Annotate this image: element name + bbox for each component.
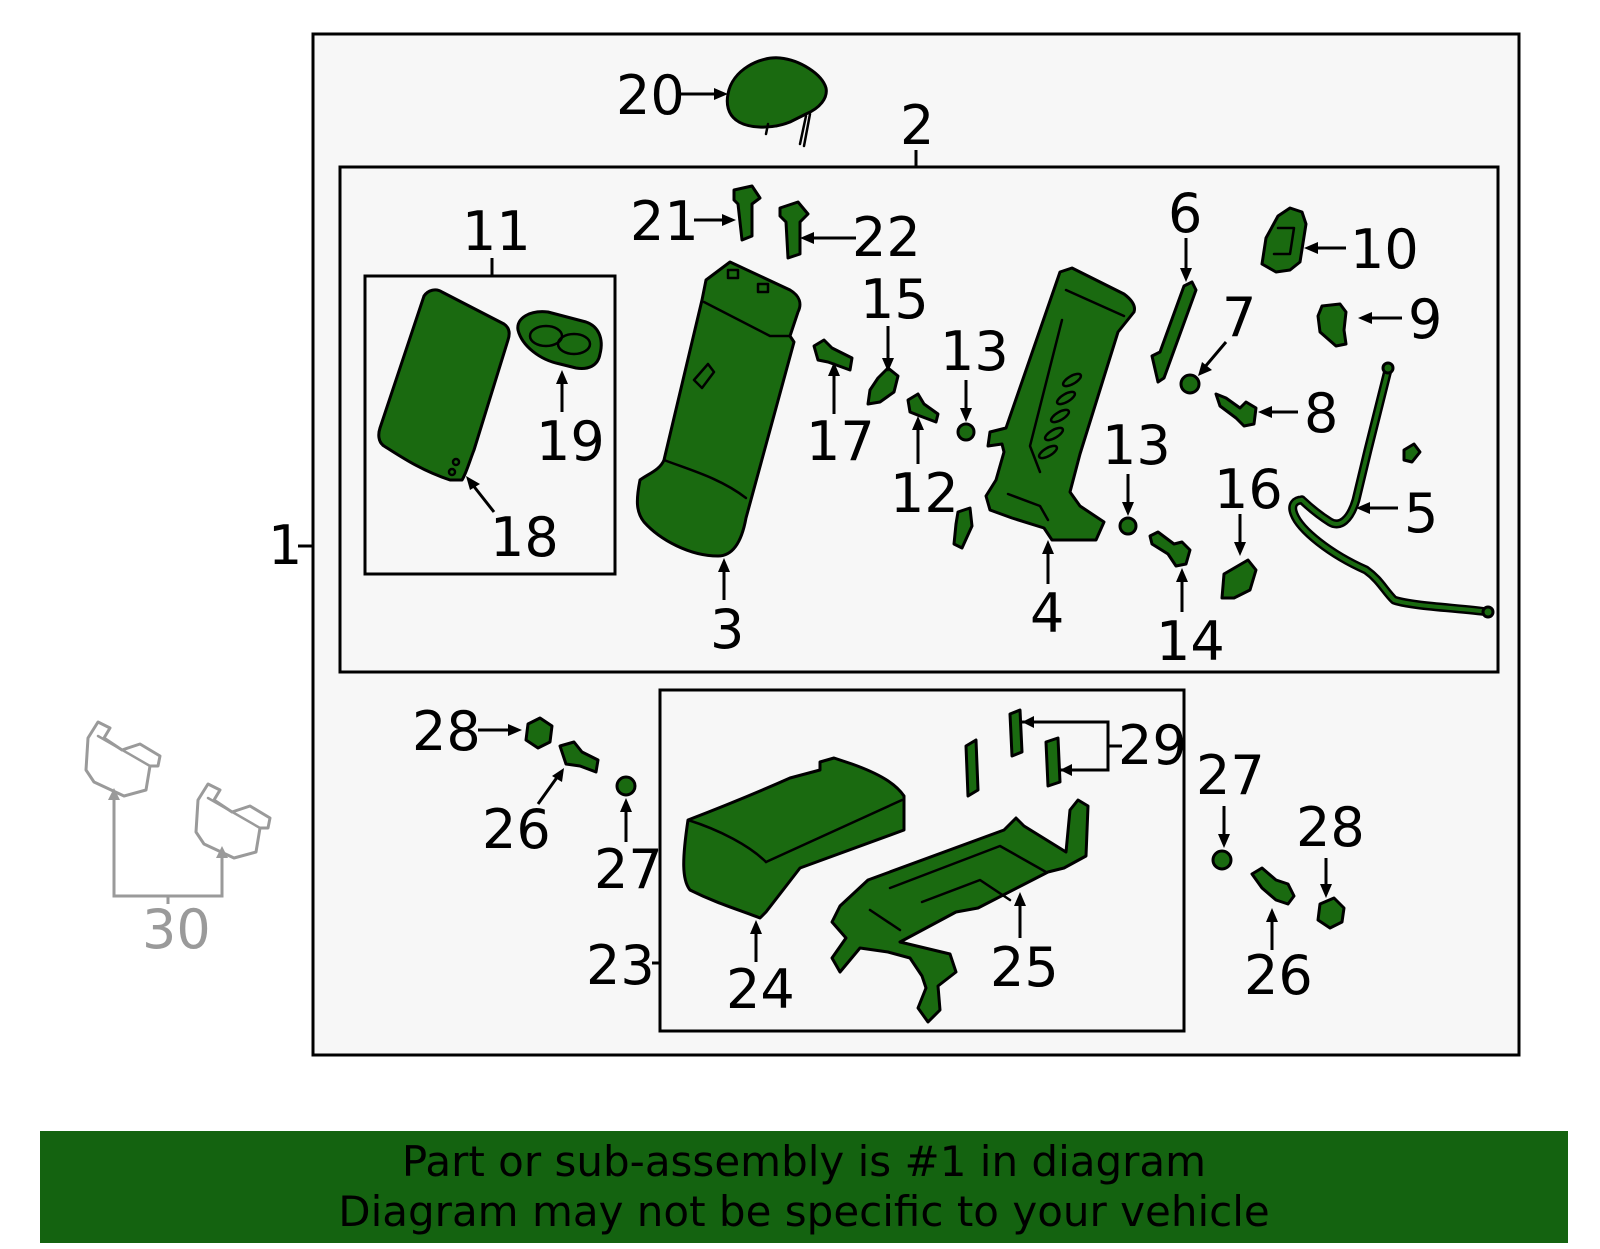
callout-3: 3 bbox=[710, 598, 744, 661]
ghost-clip-30a bbox=[84, 720, 162, 798]
callout-20: 20 bbox=[616, 64, 685, 127]
bracket-small bbox=[952, 506, 974, 550]
leaders bbox=[466, 88, 1402, 962]
callout-27b: 27 bbox=[1196, 744, 1265, 807]
callout-7: 7 bbox=[1222, 286, 1256, 349]
armrest-cupholder-part-19 bbox=[516, 310, 603, 370]
leader-30 bbox=[112, 794, 224, 904]
callout-27a: 27 bbox=[594, 838, 663, 901]
callout-15: 15 bbox=[860, 268, 929, 331]
nut-part-28b bbox=[1316, 896, 1346, 930]
leader-29 bbox=[1022, 720, 1122, 772]
callout-25: 25 bbox=[990, 936, 1059, 999]
clip-part-29b bbox=[1008, 708, 1024, 758]
callout-10: 10 bbox=[1350, 218, 1419, 281]
seat-cushion-frame-part-25 bbox=[830, 798, 1090, 1024]
banner-line-2: Diagram may not be specific to your vehi… bbox=[338, 1187, 1270, 1236]
callout-13a: 13 bbox=[940, 320, 1009, 383]
callout-4: 4 bbox=[1030, 582, 1064, 645]
headrest-guide-part-21 bbox=[732, 184, 762, 242]
seatback-pad-part-3 bbox=[635, 260, 802, 558]
callout-21: 21 bbox=[630, 190, 699, 253]
callout-5: 5 bbox=[1404, 482, 1438, 545]
washer-part-27b bbox=[1211, 849, 1233, 871]
washer-part-13b bbox=[1118, 516, 1138, 536]
bolt-part-26b bbox=[1250, 866, 1296, 906]
washer-part-7 bbox=[1179, 373, 1201, 395]
callout-28b: 28 bbox=[1296, 796, 1365, 859]
callout-6: 6 bbox=[1168, 182, 1202, 245]
nut-part-28a bbox=[524, 716, 554, 750]
callout-1: 1 bbox=[268, 514, 302, 577]
headrest-guide-part-22 bbox=[778, 200, 810, 260]
callout-26b: 26 bbox=[1244, 944, 1313, 1007]
arrowhead-30b bbox=[216, 846, 228, 858]
banner-line-1: Part or sub-assembly is #1 in diagram bbox=[401, 1137, 1207, 1186]
callout-16: 16 bbox=[1214, 458, 1283, 521]
callout-11: 11 bbox=[462, 200, 531, 263]
callout-9: 9 bbox=[1408, 288, 1442, 351]
callout-29: 29 bbox=[1118, 714, 1187, 777]
seatback-frame-part-4 bbox=[984, 266, 1136, 542]
callout-2: 2 bbox=[900, 94, 934, 157]
clip-part-9 bbox=[1316, 302, 1348, 348]
bracket-part-15 bbox=[866, 366, 900, 406]
arrowhead-29a bbox=[1022, 716, 1034, 728]
clip-part-29c bbox=[1044, 736, 1062, 788]
seat-parts-diagram: 1 2 3 4 5 6 7 8 9 10 11 12 13 13 14 15 1… bbox=[84, 32, 1521, 1057]
callout-28a: 28 bbox=[412, 700, 481, 763]
bolt-part-17 bbox=[812, 338, 854, 372]
ghost-clip-30b bbox=[194, 782, 272, 860]
cable-clip bbox=[1402, 442, 1422, 464]
callout-12: 12 bbox=[890, 462, 959, 525]
callout-26a: 26 bbox=[482, 798, 551, 861]
cap-part-16 bbox=[1220, 558, 1258, 600]
seat-cushion-pad-part-24 bbox=[682, 756, 906, 920]
notice-banner: Part or sub-assembly is #1 in diagram Di… bbox=[40, 1131, 1568, 1243]
bolt-part-8 bbox=[1214, 392, 1258, 428]
release-cable-part-5 bbox=[1288, 361, 1495, 619]
callout-17: 17 bbox=[806, 410, 875, 473]
callout-23: 23 bbox=[586, 934, 655, 997]
bolt-part-26a bbox=[558, 740, 600, 774]
arrowhead-29b bbox=[1060, 764, 1072, 776]
callout-30: 30 bbox=[142, 898, 211, 961]
bolt-part-14 bbox=[1148, 530, 1192, 568]
headrest-part-20 bbox=[725, 56, 828, 148]
callout-18: 18 bbox=[490, 506, 559, 569]
washer-part-27a bbox=[615, 775, 637, 797]
washer-part-13a bbox=[956, 422, 976, 442]
latch-cover-part-10 bbox=[1260, 206, 1308, 274]
trim-strip-part-6 bbox=[1150, 280, 1198, 384]
callout-22: 22 bbox=[852, 206, 921, 269]
clip-part-29a bbox=[964, 738, 980, 798]
callout-8: 8 bbox=[1304, 382, 1338, 445]
callout-14: 14 bbox=[1156, 610, 1225, 673]
callout-19: 19 bbox=[536, 410, 605, 473]
bolt-part-12 bbox=[906, 392, 940, 424]
seatback-cover-part-18 bbox=[377, 288, 511, 482]
callout-13b: 13 bbox=[1102, 414, 1171, 477]
arrowhead-30a bbox=[108, 788, 120, 800]
callout-24: 24 bbox=[726, 958, 795, 1021]
